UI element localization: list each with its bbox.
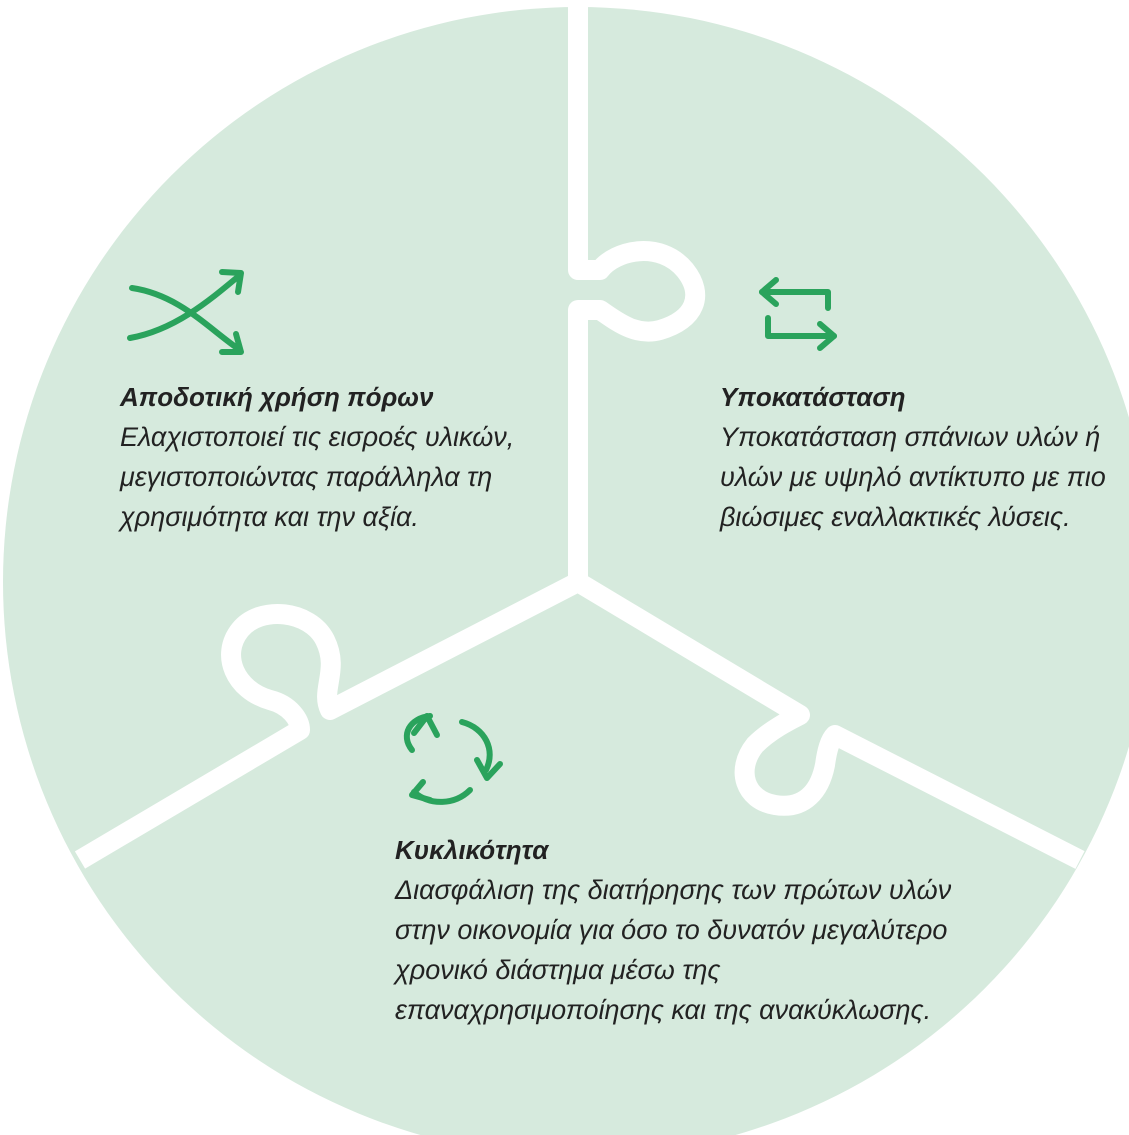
substitution-section: Υποκατάσταση Υποκατάσταση σπάνιων υλών ή… (720, 381, 1120, 537)
substitution-title: Υποκατάσταση (720, 382, 906, 412)
circularity-title: Κυκλικότητα (395, 835, 549, 865)
divider-left (74, 573, 583, 869)
circularity-section: Κυκλικότητα Διασφάλιση της διατήρησης τω… (395, 834, 955, 1030)
crossing-arrows-icon (127, 269, 244, 355)
puzzle-disc (3, 7, 1129, 1135)
swap-arrows-icon (759, 277, 837, 351)
circularity-body: Διασφάλιση της διατήρησης των πρώτων υλώ… (395, 875, 952, 1025)
efficiency-body: Ελαχιστοποιεί τις εισροές υλικών, μεγιστ… (120, 422, 515, 532)
efficiency-title: Αποδοτική χρήση πόρων (120, 382, 434, 412)
puzzle-dividers (74, 0, 1085, 869)
divider-top (568, 0, 706, 582)
recycle-cycle-icon (403, 713, 503, 805)
efficiency-section: Αποδοτική χρήση πόρων Ελαχιστοποιεί τις … (120, 381, 540, 537)
divider-right (572, 573, 1085, 869)
substitution-body: Υποκατάσταση σπάνιων υλών ή υλών με υψηλ… (720, 422, 1106, 532)
